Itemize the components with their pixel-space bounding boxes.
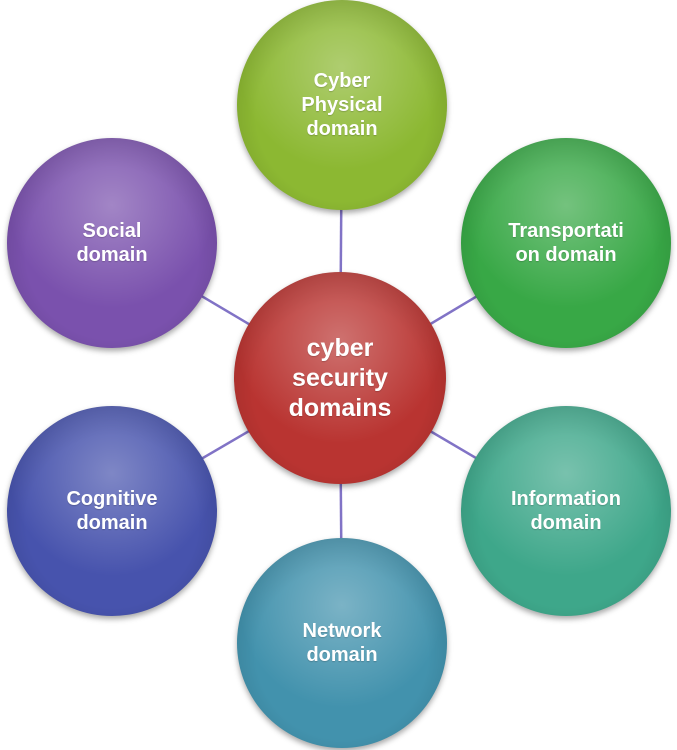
node-label-transportation: Transportati on domain — [508, 220, 624, 266]
node-circle-center-cyber-security: cyber security domains — [234, 272, 446, 484]
node-label-social: Social domain — [76, 220, 148, 266]
node-label-cognitive: Cognitive domain — [66, 488, 158, 534]
node-label-information: Information domain — [511, 488, 621, 534]
node-circle-network: Network domain — [237, 538, 447, 748]
node-label-cyber-physical: Cyber Physical domain — [301, 70, 383, 140]
node-circle-transportation: Transportati on domain — [461, 138, 671, 348]
node-label-center-cyber-security: cyber security domains — [288, 334, 392, 422]
node-label-network: Network domain — [302, 620, 382, 666]
node-circle-social: Social domain — [7, 138, 217, 348]
node-circle-cyber-physical: Cyber Physical domain — [237, 0, 447, 210]
node-circle-cognitive: Cognitive domain — [7, 406, 217, 616]
node-circle-information: Information domain — [461, 406, 671, 616]
